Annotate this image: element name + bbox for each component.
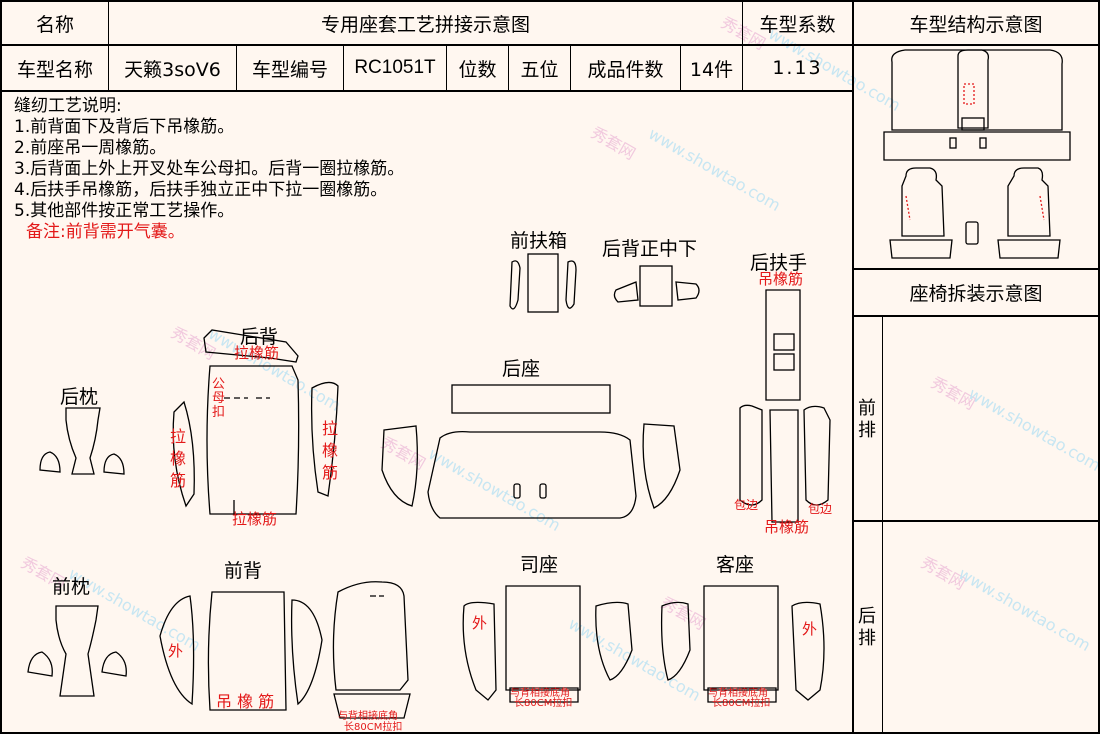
rear-headrest-label: 后枕 bbox=[60, 386, 99, 408]
notes-title: 缝纫工艺说明: bbox=[14, 96, 122, 116]
rear-seat-pattern bbox=[381, 384, 681, 519]
front-back-outer-note: 外 bbox=[168, 642, 184, 660]
passenger-seat-note-2: 长80CM拉扣 bbox=[712, 698, 771, 709]
rear-back-pattern bbox=[172, 329, 339, 515]
front-back-seat-note-1: 与背相接底角 bbox=[338, 711, 398, 722]
rear-headrest-pattern bbox=[39, 407, 125, 475]
pieces-value: 14件 bbox=[689, 58, 734, 81]
model-code-value: RC1051T bbox=[354, 57, 436, 78]
model-code-label: 车型编号 bbox=[251, 58, 328, 81]
front-armrest-box-pattern bbox=[509, 253, 577, 313]
rear-back-bottom-elastic-note: 拉橡筋 bbox=[232, 510, 278, 528]
rear-armrest-elastic-note: 吊橡筋 bbox=[758, 270, 804, 288]
disassembly-title: 座椅拆装示意图 bbox=[909, 283, 1043, 305]
front-row-label: 前排 bbox=[858, 398, 876, 441]
notes-item: 2.前座吊一周橡筋。 bbox=[14, 138, 167, 158]
edge-wrap-note-left: 包边 bbox=[734, 498, 759, 512]
rear-armrest-pattern bbox=[739, 289, 831, 523]
model-name-value: 天籁3soV6 bbox=[124, 58, 221, 81]
driver-seat-note-1: 与背相接底角 bbox=[510, 688, 570, 699]
name-header: 名称 bbox=[35, 13, 74, 36]
notes-item: 1.前背面下及背后下吊橡筋。 bbox=[14, 117, 235, 137]
rear-back-center-pattern bbox=[613, 265, 700, 307]
model-coef-value: 1.13 bbox=[772, 57, 823, 79]
passenger-seat-outer-note: 外 bbox=[802, 620, 818, 638]
driver-seat-outer-note: 外 bbox=[472, 614, 488, 632]
front-back-pattern bbox=[159, 581, 411, 719]
front-armrest-box-label: 前扶箱 bbox=[510, 230, 568, 252]
page-title: 专用座套工艺拼接示意图 bbox=[320, 13, 530, 36]
passenger-seat-note-1: 与背相接底角 bbox=[708, 688, 768, 699]
passenger-seat-label: 客座 bbox=[716, 554, 755, 576]
front-back-label: 前背 bbox=[224, 560, 263, 582]
rear-back-label: 后背 bbox=[240, 326, 279, 348]
notes-remark: 备注:前背需开气囊。 bbox=[26, 222, 185, 242]
notes-item: 5.其他部件按正常工艺操作。 bbox=[14, 201, 235, 221]
front-back-seat-note-2: 长80CM拉扣 bbox=[344, 722, 403, 733]
front-headrest-pattern bbox=[27, 605, 127, 697]
rear-back-top-elastic-note: 拉橡筋 bbox=[234, 344, 280, 362]
seats-label: 位数 bbox=[458, 58, 497, 81]
rear-row-label: 后排 bbox=[858, 606, 876, 649]
rear-armrest-bottom-elastic-note: 吊橡筋 bbox=[764, 518, 810, 536]
rear-seat-label: 后座 bbox=[502, 358, 541, 380]
car-structure-diagram bbox=[883, 49, 1071, 259]
model-name-label: 车型名称 bbox=[16, 58, 93, 81]
driver-seat-note-2: 长80CM拉扣 bbox=[514, 698, 573, 709]
notes-item: 3.后背面上外上开叉处车公母扣。后背一圈拉橡筋。 bbox=[14, 159, 405, 179]
front-headrest-label: 前枕 bbox=[52, 576, 91, 598]
front-back-elastic-note: 吊 橡 筋 bbox=[216, 692, 275, 711]
driver-seat-pattern bbox=[462, 585, 633, 703]
edge-wrap-note-right: 包边 bbox=[808, 502, 833, 516]
driver-seat-label: 司座 bbox=[520, 554, 559, 576]
sewing-notes: 缝纫工艺说明: 1.前背面下及背后下吊橡筋。 2.前座吊一周橡筋。 3.后背面上… bbox=[14, 96, 404, 243]
pieces-label: 成品件数 bbox=[587, 58, 664, 81]
passenger-seat-pattern bbox=[660, 585, 825, 703]
model-coef-header: 车型系数 bbox=[759, 13, 836, 36]
rear-back-side-elastic-note-right: 拉橡筋 bbox=[322, 419, 339, 482]
structure-title: 车型结构示意图 bbox=[909, 13, 1043, 36]
snap-button-note: 公母扣 bbox=[212, 377, 226, 420]
notes-item: 4.后扶手吊橡筋，后扶手独立正中下拉一圈橡筋。 bbox=[14, 180, 388, 200]
rear-back-center-label: 后背正中下 bbox=[602, 238, 698, 260]
rear-back-side-elastic-note-left: 拉橡筋 bbox=[170, 427, 187, 490]
rear-armrest-label: 后扶手 bbox=[750, 252, 808, 274]
seats-value: 五位 bbox=[520, 58, 559, 81]
